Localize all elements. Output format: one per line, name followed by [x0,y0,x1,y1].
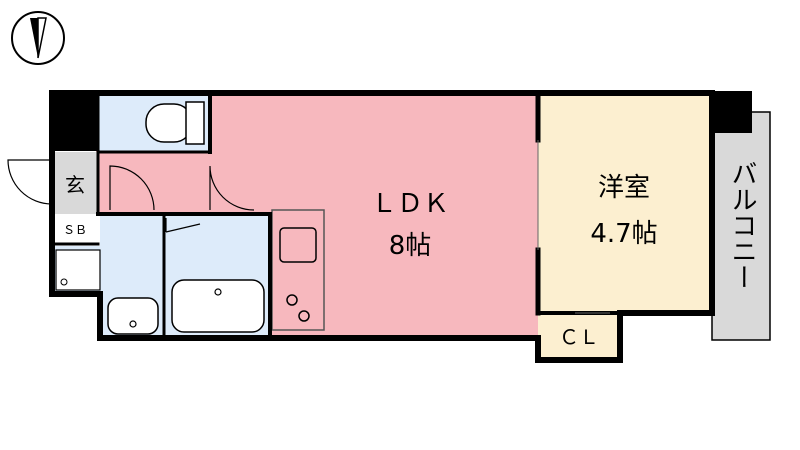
western-room-size-label: 4.7帖 [590,219,657,249]
balcony-area [712,112,770,340]
closet-label: ＣＬ [559,325,599,349]
door-swing-icon [7,159,255,233]
toilet-icon [145,101,205,145]
bathtub-icon [171,279,265,333]
balcony-outline [711,111,771,341]
stove-burner-icon [286,294,298,306]
sink-icon [279,227,317,263]
closet-room [538,313,620,357]
sliding-door-marks [537,140,610,314]
washing-machine-space [55,249,101,291]
entrance-area [52,152,98,214]
wash-basin-icon [107,297,159,335]
wall-pillar [50,91,98,151]
western-room-label: 洋室 [598,173,650,203]
western-room [538,93,712,313]
entrance-label: 玄 [65,173,85,197]
stove-burner-icon [298,310,310,322]
kitchen-counter [271,209,325,331]
shoe-box-label: ＳＢ [63,223,87,237]
corridor [96,148,216,214]
shoe-box-area [52,214,98,244]
north-arrow-icon [11,11,65,65]
ldk-size-label: 8帖 [389,231,432,261]
balcony-label: バルコニー [727,160,757,290]
ldk-label: ＬＤＫ [371,189,449,219]
